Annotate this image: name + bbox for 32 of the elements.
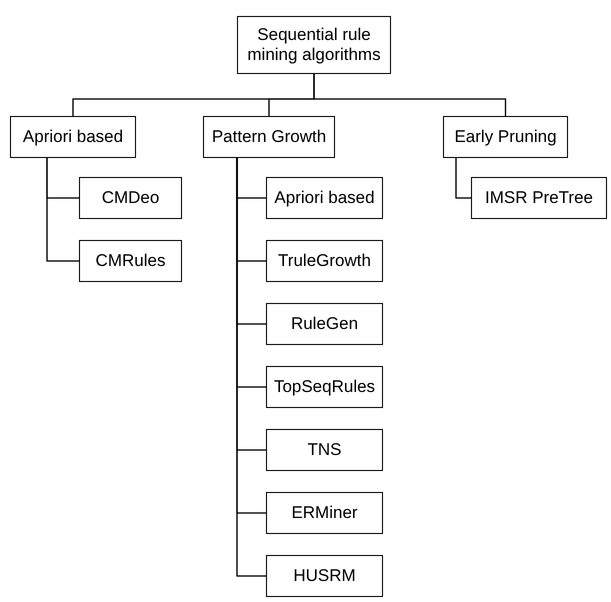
category-box: [266, 240, 383, 282]
category-box: [471, 177, 607, 219]
category-box: [79, 177, 182, 219]
box-label: TopSeqRules: [274, 376, 376, 398]
box-label: CMRules: [96, 250, 166, 272]
box-label: IMSR PreTree: [484, 188, 593, 208]
category-box: [79, 240, 182, 282]
category-box: [237, 16, 391, 74]
category-box: [266, 366, 383, 408]
category-box: [266, 555, 383, 597]
connector-line: [313, 74, 506, 116]
box-label: Apriori based: [22, 126, 124, 148]
box-label: TNS: [308, 440, 342, 460]
box-label: RuleGen: [290, 314, 358, 334]
category-box: [266, 303, 383, 345]
box-label: Apriori based: [274, 188, 375, 208]
box-label: Pattern Growth: [212, 126, 326, 148]
connector-line: [236, 158, 266, 577]
category-box: [203, 116, 335, 158]
box-label: TruleGrowth: [278, 250, 371, 272]
category-box: [266, 492, 383, 534]
box-label: Sequential rule mining algorithms: [246, 24, 382, 66]
category-box: [266, 429, 383, 471]
box-label: ERMiner: [291, 502, 358, 524]
box-label: HUSRM: [293, 566, 356, 586]
connector-line: [46, 158, 79, 262]
category-box: [443, 116, 568, 158]
box-label: CMDeo: [102, 188, 160, 208]
category-box: [266, 177, 383, 219]
connector-line: [455, 158, 471, 199]
box-label: Early Pruning: [454, 126, 557, 148]
category-box: [10, 116, 136, 158]
